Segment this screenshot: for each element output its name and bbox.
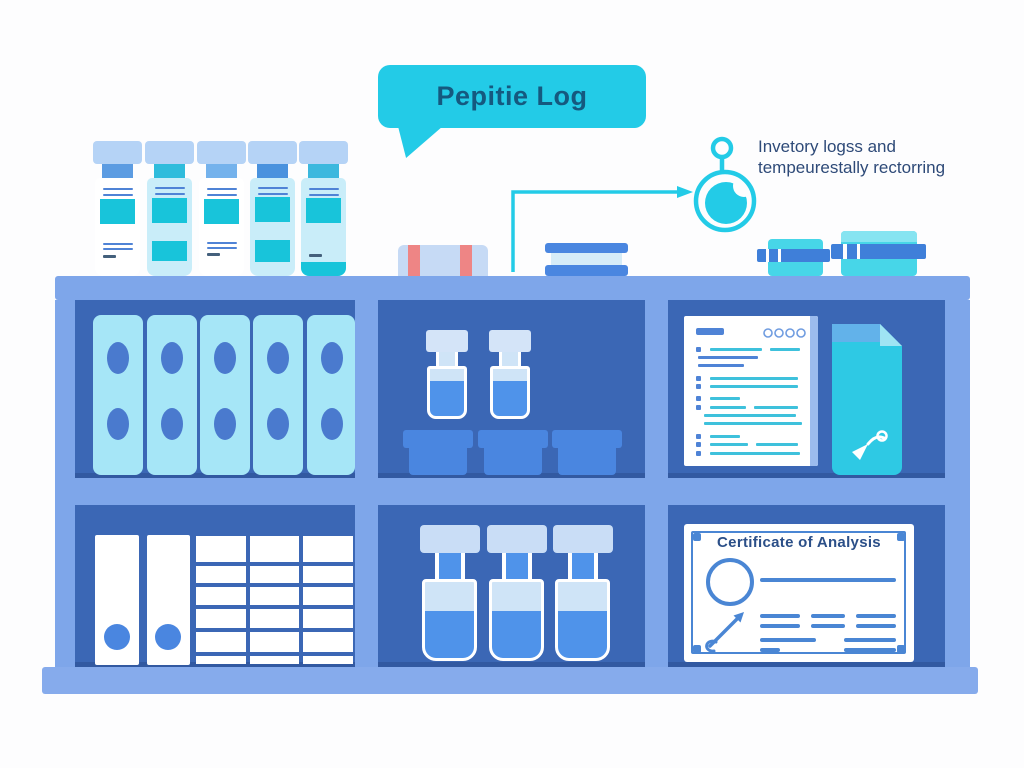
vial-neck — [206, 164, 237, 178]
connector-arrow-icon — [511, 186, 693, 272]
vial — [144, 141, 195, 276]
vial — [92, 141, 143, 276]
certificate-of-analysis: Certificate of Analysis — [684, 524, 914, 662]
signature-scribble-icon — [848, 426, 890, 470]
vial — [298, 141, 349, 276]
vial-body — [95, 178, 140, 276]
cyan-folder — [832, 324, 902, 475]
binder — [93, 315, 143, 475]
vial-body — [250, 178, 295, 276]
striped-package — [398, 245, 488, 276]
speech-bubble: Pepitie Log — [378, 65, 646, 128]
speech-bubble-label: Pepitie Log — [436, 81, 588, 111]
shelf-base — [42, 667, 978, 694]
storage-grid — [196, 536, 353, 664]
shelf-top-bar — [55, 276, 970, 300]
certificate-title: Certificate of Analysis — [717, 534, 881, 551]
vial-neck — [308, 164, 339, 178]
package-stripe — [460, 245, 472, 276]
stopwatch-icon — [693, 136, 757, 233]
vial-cap — [299, 141, 348, 164]
certificate-seal-icon — [706, 558, 754, 606]
large-vial — [420, 525, 480, 662]
package-stripe — [408, 245, 420, 276]
document-title-bar — [696, 328, 724, 335]
speech-bubble-tail — [397, 126, 444, 158]
document-page-edge — [810, 316, 818, 466]
vial-cap — [93, 141, 142, 164]
small-vial — [426, 330, 470, 419]
vial — [196, 141, 247, 276]
vial-cap — [197, 141, 246, 164]
shelf-mid-board — [55, 478, 970, 505]
document-header-circles-icon — [763, 328, 806, 338]
vial-neck — [102, 164, 133, 178]
binder — [147, 315, 197, 475]
signature-arrow-icon — [705, 612, 744, 653]
binder — [200, 315, 250, 475]
vial-body — [199, 178, 244, 276]
vial-cap — [145, 141, 194, 164]
annotation-line-2: tempeurestally rectorring — [758, 158, 946, 177]
annotation-line-1: Invetory logss and — [758, 137, 896, 156]
box-band — [831, 244, 926, 259]
small-vial — [489, 330, 533, 419]
vial-neck — [154, 164, 185, 178]
vial-neck — [257, 164, 288, 178]
large-vial — [553, 525, 613, 662]
binder — [253, 315, 303, 475]
vial-body — [147, 178, 192, 276]
large-vial — [487, 525, 547, 662]
vial-cap — [248, 141, 297, 164]
white-binder — [147, 535, 190, 665]
vial-body — [301, 178, 346, 276]
vial — [247, 141, 298, 276]
box-band — [757, 249, 830, 262]
white-binder — [95, 535, 139, 665]
checklist-document — [684, 316, 818, 466]
certificate-border — [691, 531, 906, 654]
annotation-text: Invetory logss and tempeurestally rector… — [758, 136, 988, 178]
binder — [307, 315, 355, 475]
